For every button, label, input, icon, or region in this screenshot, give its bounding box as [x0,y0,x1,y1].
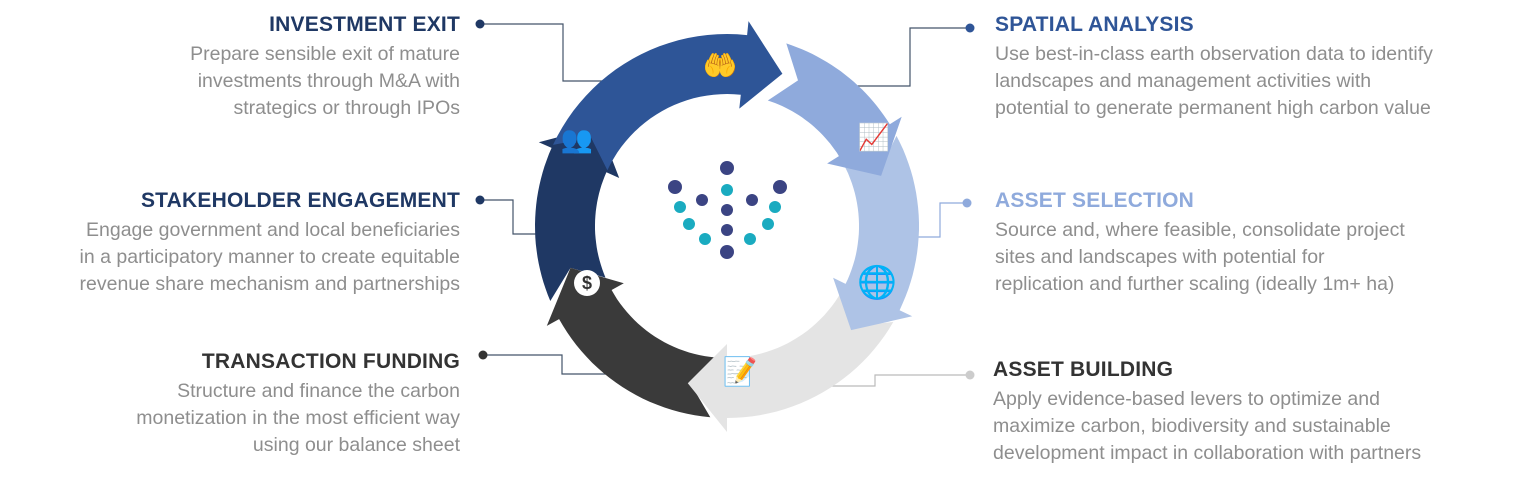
logo-dot [699,233,711,245]
connector-transaction [483,354,620,375]
connector-dot [962,198,972,208]
logo-dot [674,201,686,213]
ring-segment-asset-building [687,292,894,432]
logo-dot [769,201,781,213]
step-description: Engage government and local beneficiarie… [79,219,460,295]
monitor-chart-icon: 📈 [857,122,891,152]
step-title: ASSET SELECTION [995,189,1195,212]
logo-dot [683,218,695,230]
step-investment-exit: INVESTMENT EXIT Prepare sensible exit of… [0,12,460,122]
step-title: SPATIAL ANALYSIS [995,13,1194,36]
step-title: INVESTMENT EXIT [269,13,460,36]
ring-segment-spatial-analysis [767,43,902,176]
logo-dot [762,218,774,230]
step-title: STAKEHOLDER ENGAGEMENT [140,189,460,212]
ring-segment-stakeholder-engagement [535,126,620,301]
dollar-click-icon: $ [565,270,609,296]
connector-dot [965,23,975,33]
step-asset-building: ASSET BUILDING Apply evidence-based leve… [993,357,1523,467]
step-description: Apply evidence-based levers to optimize … [993,388,1422,464]
logo-dot [744,233,756,245]
step-description: Use best-in-class earth observation data… [995,43,1433,119]
step-title: ASSET BUILDING [993,358,1174,381]
logo-dot [773,180,787,194]
connector-dot [475,195,485,205]
ring-segment-investment-exit [553,21,783,171]
logo-dot [720,161,734,175]
connector-dot [475,19,485,29]
step-title: TRANSACTION FUNDING [201,350,460,373]
logo-dot [720,245,734,259]
ring-segment-asset-selection [833,135,919,331]
hands-people-icon: 🤲 [702,50,738,81]
logo-dot [746,194,758,206]
logo-dot [668,180,682,194]
ring-segment-transaction-funding [546,267,716,418]
connector-dot [965,370,975,380]
logo-dot [721,204,733,216]
document-pen-icon: 📝 [722,356,758,387]
step-asset-selection: ASSET SELECTION Source and, where feasib… [995,188,1525,298]
logo-dot [696,194,708,206]
connector-stakeholder [480,199,540,235]
step-spatial-analysis: SPATIAL ANALYSIS Use best-in-class earth… [995,12,1525,122]
step-transaction-funding: TRANSACTION FUNDING Structure and financ… [0,349,460,459]
logo [668,161,787,259]
step-stakeholder-engagement: STAKEHOLDER ENGAGEMENT Engage government… [0,188,460,298]
globe-search-icon: 🌐 [857,264,897,300]
connector-spatial [850,27,970,87]
connector-asset-selection [912,202,967,238]
connector-dot [478,350,488,360]
people-exchange-icon: 👥 [560,124,594,154]
logo-dot [721,184,733,196]
logo-dot [721,224,733,236]
step-description: Source and, where feasible, consolidate … [995,219,1405,295]
